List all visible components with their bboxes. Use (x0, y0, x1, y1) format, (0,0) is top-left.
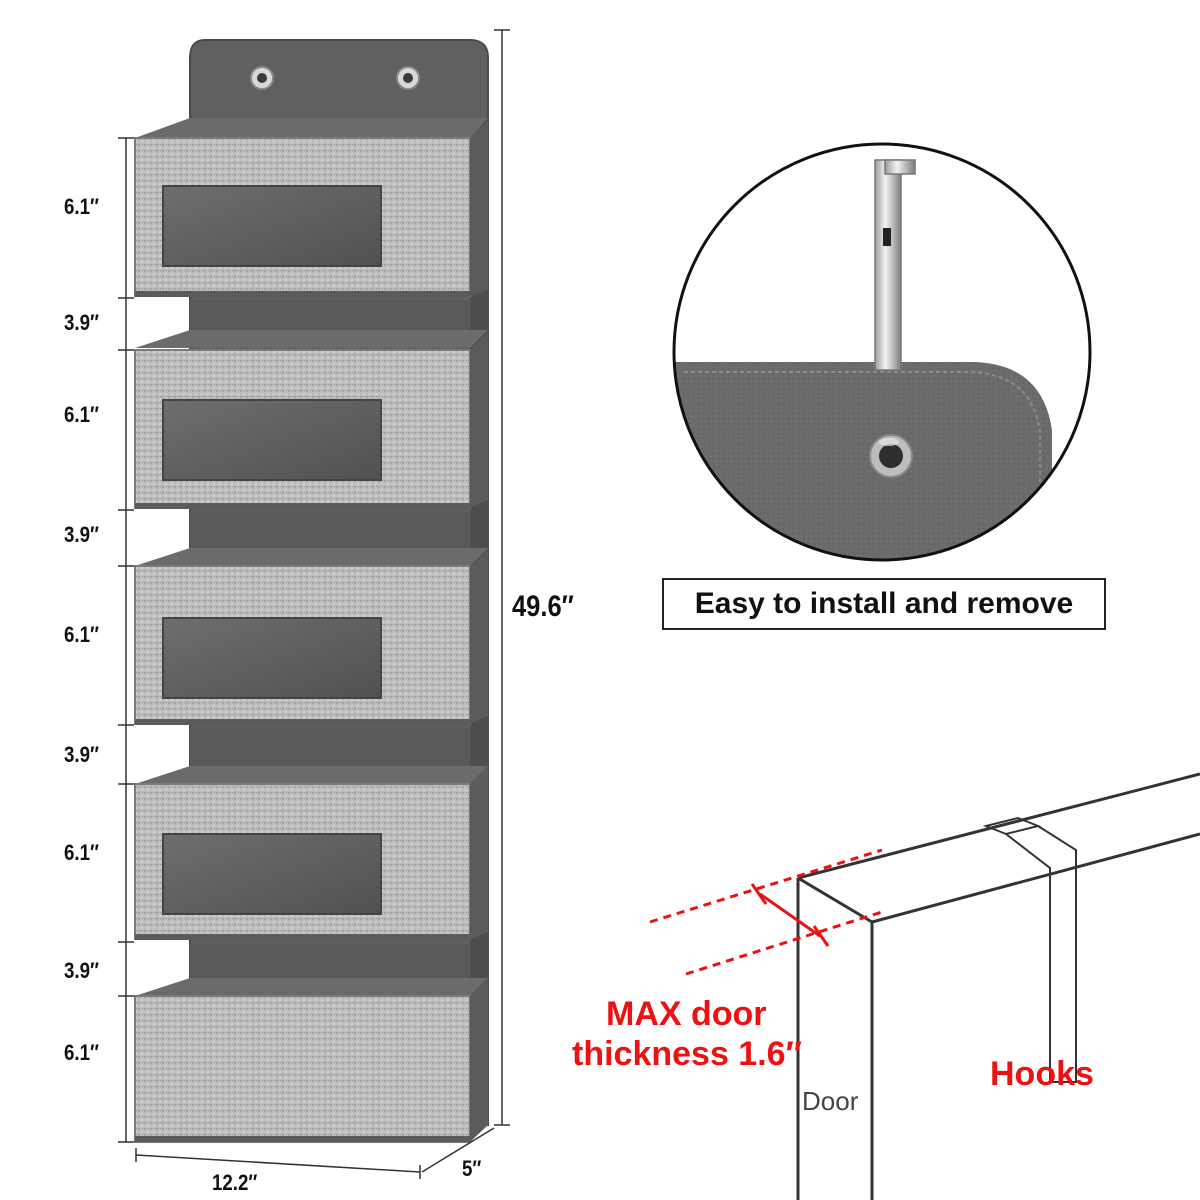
pocket-height-label: 6.1″ (64, 622, 99, 647)
gap-height-label: 3.9″ (64, 742, 99, 767)
pocket (134, 766, 488, 940)
pocket-height-label: 6.1″ (64, 1040, 99, 1065)
gap-height-label: 3.9″ (64, 522, 99, 547)
door-label: Door (802, 1086, 859, 1116)
door-hook-icon (982, 816, 1077, 1083)
gap-height-label: 3.9″ (64, 958, 99, 983)
pocket-height-label: 6.1″ (64, 402, 99, 427)
grommet-icon (250, 66, 274, 90)
pocket (134, 120, 488, 297)
pocket (134, 332, 488, 509)
grommet-icon (396, 66, 420, 90)
pocket (134, 548, 488, 725)
width-label: 12.2″ (212, 1170, 258, 1195)
hook-detail-magnifier (672, 142, 1092, 562)
gap-height-label: 3.9″ (64, 310, 99, 335)
total-height-label: 49.6″ (512, 590, 574, 623)
door-diagram (649, 772, 1200, 1200)
depth-label: 5″ (462, 1156, 482, 1181)
pocket-height-label: 6.1″ (64, 840, 99, 865)
max-thickness-line1: MAX door (606, 995, 767, 1033)
pocket (134, 978, 488, 1143)
max-thickness-line2: thickness 1.6″ (572, 1035, 802, 1073)
hooks-label: Hooks (990, 1055, 1094, 1093)
install-caption: Easy to install and remove (662, 578, 1106, 630)
pocket-height-label: 6.1″ (64, 194, 99, 219)
install-caption-text: Easy to install and remove (694, 587, 1074, 620)
